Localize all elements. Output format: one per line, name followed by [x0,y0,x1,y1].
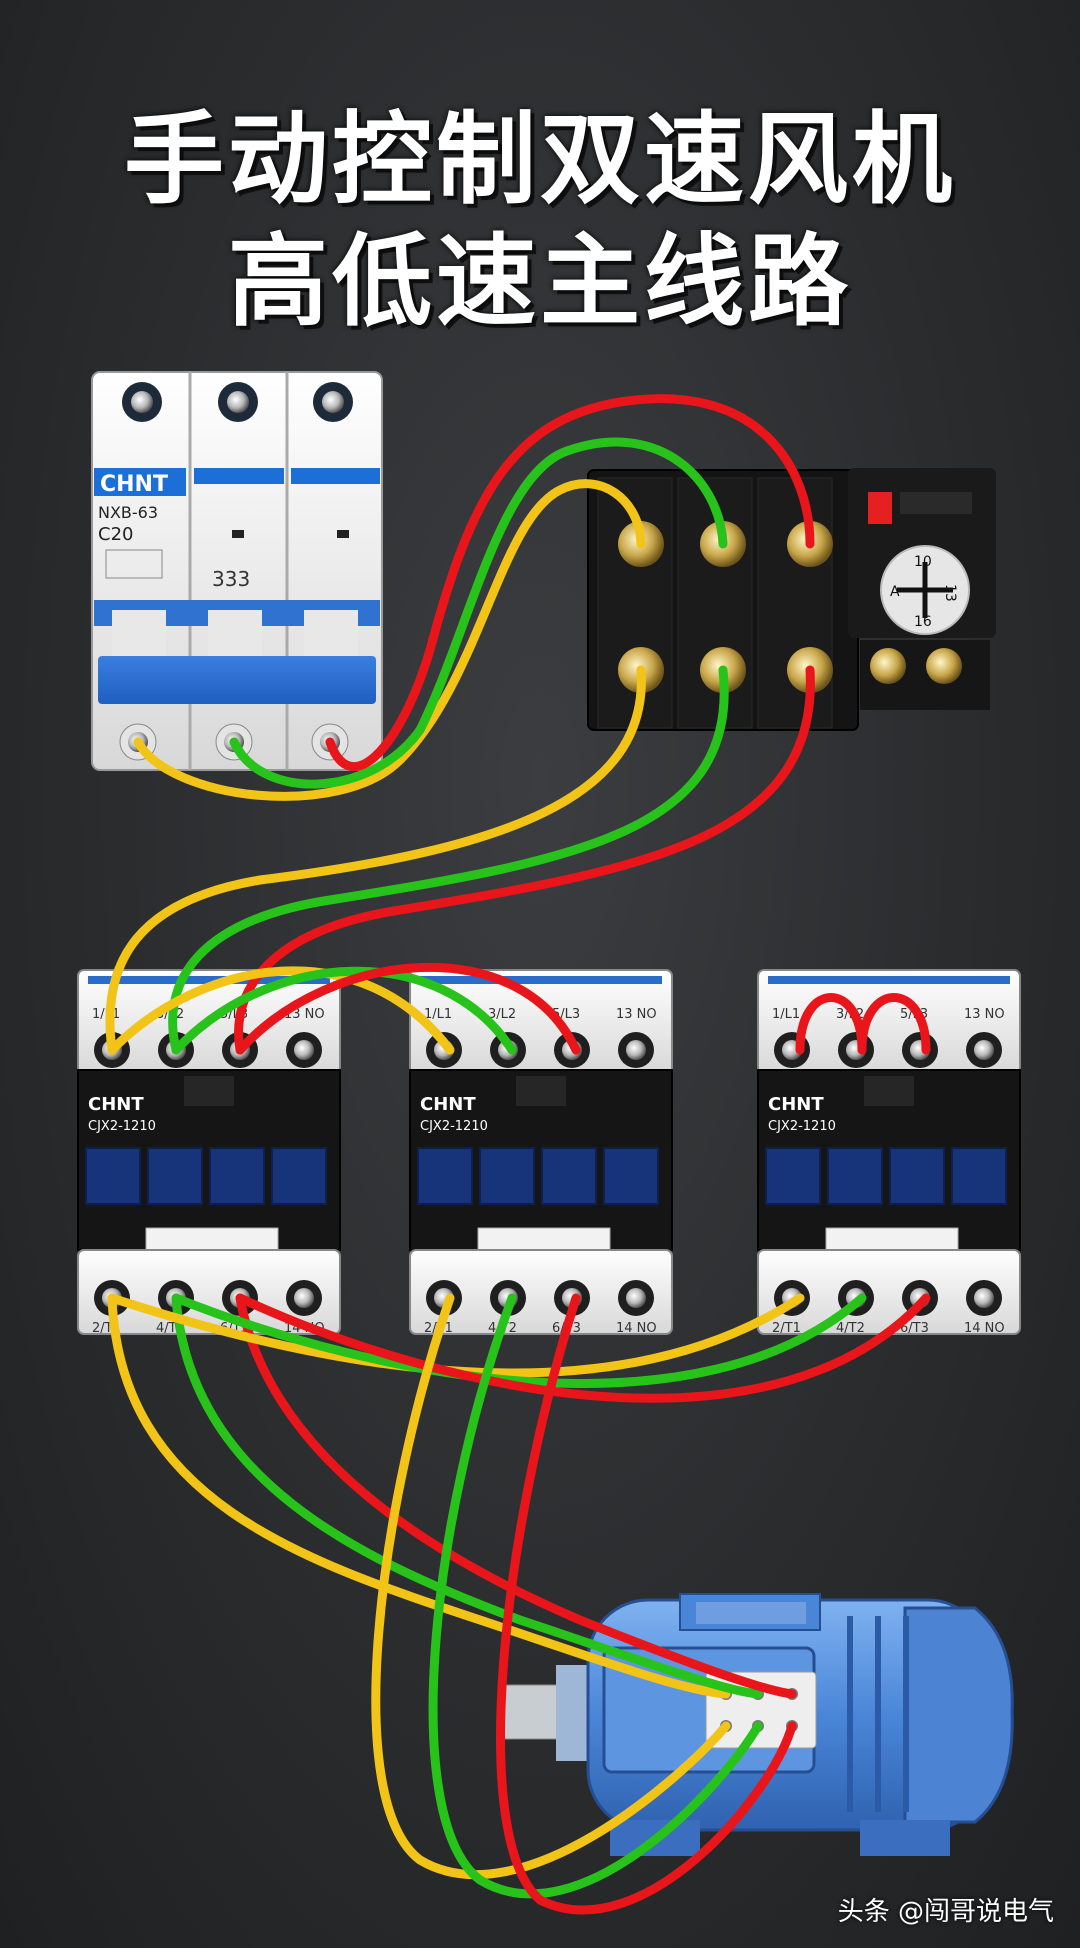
dial-number-13: 13 [942,584,958,602]
breaker-rating-label: C20 [98,524,133,545]
circuit-breaker: CHNT NXB-63 C20 333 [91,371,383,771]
contactor-brand-label: CHNT [420,1094,476,1115]
wire-green-relay-to-contactor-1 [168,665,729,1055]
terminal-label: 14 NO [964,1321,1005,1336]
wire-red-relay-to-contactor-1 [234,665,815,1055]
contactor-model-label: CJX2-1210 [88,1119,156,1134]
terminal-label: 3/L2 [488,1007,516,1022]
contactor-brand-label: CHNT [88,1094,144,1115]
wire-red-star-bridge-1 [795,993,867,1055]
wire-green-contactor-1-to-3 [171,1293,867,1388]
wires [105,394,931,1915]
breaker-model-label: NXB-63 [98,503,158,522]
wire-yellow-contactor-1-to-motor [107,1293,731,1699]
dial-number-10: 10 [914,554,932,570]
breaker-numbers-label: 333 [212,567,250,591]
dial-number-16: 16 [914,614,932,630]
contactor-brand-label: CHNT [768,1094,824,1115]
watermark: 头条 @闯哥说电气 [837,1897,1054,1927]
wire-yellow-relay-to-contactor-1 [105,665,646,1055]
wire-red-contactor-1-to-2 [235,963,581,1055]
terminal-label: 13 NO [964,1007,1005,1022]
terminal-label: 1/L1 [424,1007,452,1022]
terminal-label: 2/T1 [772,1321,801,1336]
terminal-label: 6/T3 [900,1321,929,1336]
wire-green-contactor-2-to-motor [428,1293,763,1899]
title-line-1: 手动控制双速风机 [124,101,956,218]
wire-yellow-contactor-2-to-motor [371,1293,731,1879]
title-line-2: 高低速主线路 [228,223,852,340]
wire-green-contactor-1-to-motor [171,1293,763,1699]
wire-red-contactor-2-to-motor [496,1293,797,1915]
thermal-overload-relay: 10 13 16 A [587,468,996,731]
terminal-label: 14 NO [616,1321,657,1336]
contactor-model-label: CJX2-1210 [768,1119,836,1134]
breaker-brand-label: CHNT [100,472,168,497]
wire-red-star-bridge-2 [857,993,931,1055]
dial-letter-a: A [890,584,900,600]
terminal-label: 13 NO [616,1007,657,1022]
dual-speed-motor [499,1593,1014,1856]
wire-red-breaker-to-relay [325,394,815,771]
wire-green-contactor-1-to-2 [171,966,517,1055]
wire-yellow-breaker-to-relay [133,479,646,801]
wire-yellow-contactor-1-to-2 [107,966,455,1055]
terminal-label: 4/T2 [836,1321,865,1336]
wire-red-contactor-1-to-3 [235,1293,931,1403]
wire-green-breaker-to-relay [229,437,728,789]
terminal-label: 1/L1 [772,1007,800,1022]
contactor-model-label: CJX2-1210 [420,1119,488,1134]
wire-red-contactor-1-to-motor [235,1293,797,1699]
